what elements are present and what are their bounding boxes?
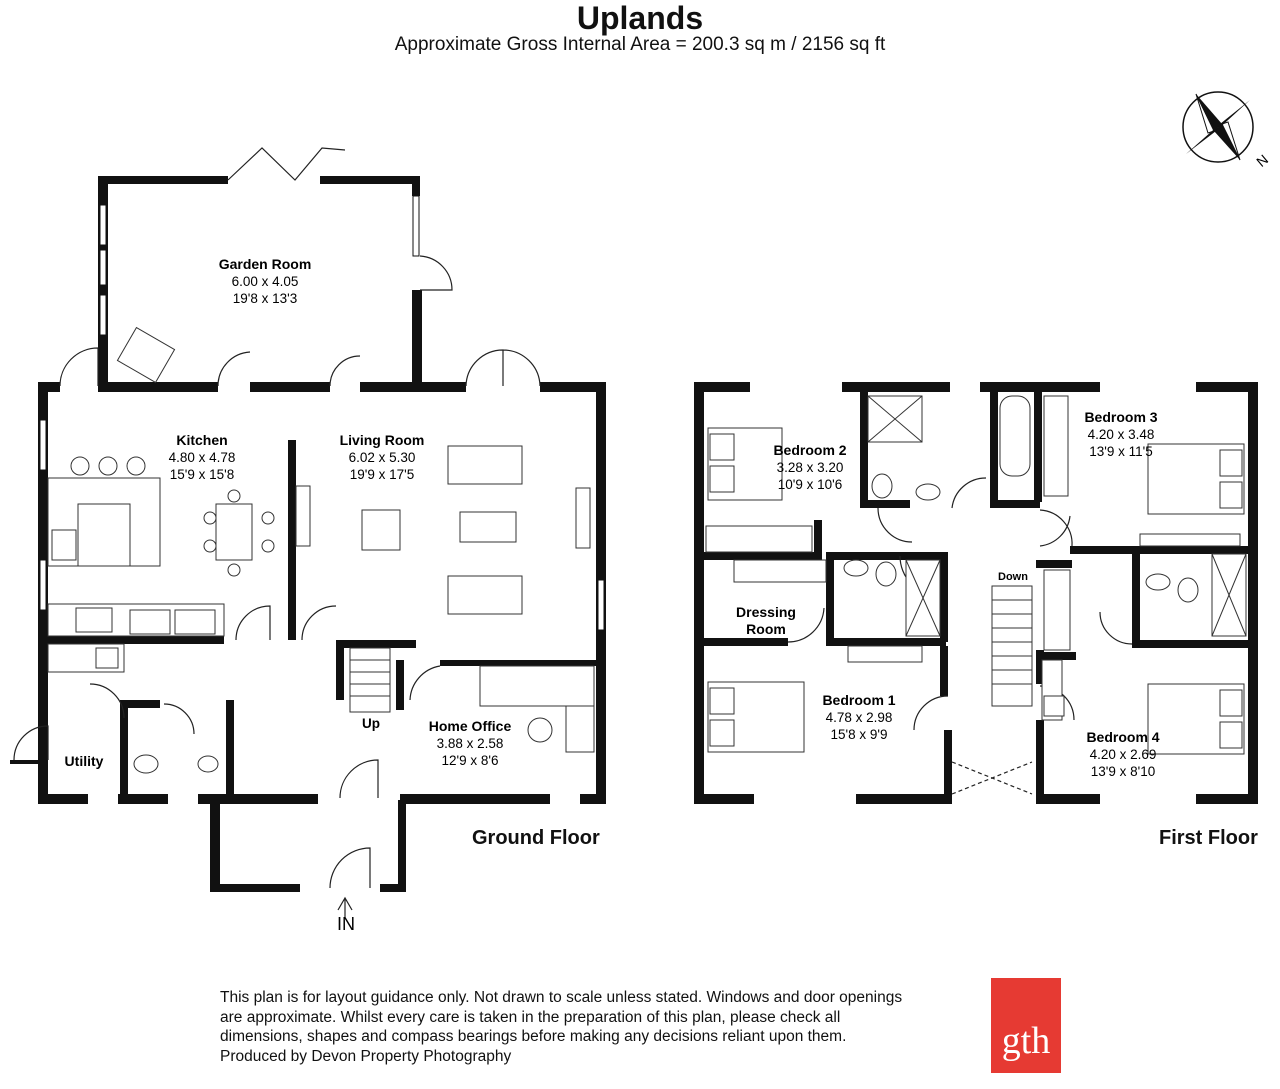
svg-text:Kitchen: Kitchen — [176, 432, 227, 448]
svg-text:10'9 x 10'6: 10'9 x 10'6 — [778, 477, 842, 492]
ground-floor-plan: Up — [10, 147, 606, 918]
living-room-label: Living Room 6.02 x 5.30 19'9 x 17'5 — [340, 432, 425, 482]
svg-text:12'9 x 8'6: 12'9 x 8'6 — [442, 753, 499, 768]
first-floor-label: First Floor — [1159, 827, 1258, 849]
garden-room-label: Garden Room 6.00 x 4.05 19'8 x 13'3 — [219, 256, 312, 306]
kitchen-label: Kitchen 4.80 x 4.78 15'9 x 15'8 — [169, 432, 236, 482]
svg-text:Room: Room — [746, 621, 786, 637]
svg-text:3.28 x 3.20: 3.28 x 3.20 — [777, 460, 844, 475]
first-stair-label: Down — [998, 571, 1028, 583]
svg-text:4.80 x 4.78: 4.80 x 4.78 — [169, 450, 236, 465]
bedroom-3-label: Bedroom 3 4.20 x 3.48 13'9 x 11'5 — [1084, 409, 1157, 459]
entrance-label: IN — [337, 914, 355, 934]
ground-stair-label: Up — [362, 716, 380, 731]
compass-icon: N — [1182, 91, 1271, 170]
svg-text:19'8 x 13'3: 19'8 x 13'3 — [233, 291, 297, 306]
svg-text:15'8 x 9'9: 15'8 x 9'9 — [831, 727, 888, 742]
svg-text:4.20 x 2.69: 4.20 x 2.69 — [1090, 747, 1157, 762]
disclaimer-line: This plan is for layout guidance only. N… — [220, 989, 903, 1006]
svg-text:Bedroom 3: Bedroom 3 — [1084, 409, 1157, 425]
svg-text:15'9 x 15'8: 15'9 x 15'8 — [170, 467, 234, 482]
bedroom-1-label: Bedroom 1 4.78 x 2.98 15'8 x 9'9 — [822, 692, 895, 742]
disclaimer-text: This plan is for layout guidance only. N… — [220, 988, 990, 1066]
svg-text:19'9 x 17'5: 19'9 x 17'5 — [350, 467, 414, 482]
ground-floor-label: Ground Floor — [472, 827, 600, 849]
disclaimer-line: are approximate. Whilst every care is ta… — [220, 1008, 841, 1026]
svg-text:Living Room: Living Room — [340, 432, 425, 448]
svg-text:Home Office: Home Office — [429, 718, 512, 734]
home-office-label: Home Office 3.88 x 2.58 12'9 x 8'6 — [429, 718, 512, 768]
svg-text:Bedroom 2: Bedroom 2 — [773, 442, 846, 458]
gth-logo: gth — [991, 978, 1061, 1073]
svg-text:Bedroom 4: Bedroom 4 — [1086, 729, 1159, 745]
page-title: Uplands — [576, 0, 704, 36]
svg-text:6.02 x 5.30: 6.02 x 5.30 — [349, 450, 416, 465]
svg-text:Bedroom 1: Bedroom 1 — [822, 692, 895, 708]
utility-label: Utility — [65, 753, 104, 769]
svg-text:6.00 x 4.05: 6.00 x 4.05 — [232, 274, 299, 289]
svg-text:4.78 x 2.98: 4.78 x 2.98 — [826, 710, 893, 725]
bedroom-2-label: Bedroom 2 3.28 x 3.20 10'9 x 10'6 — [773, 442, 846, 492]
disclaimer-line: Produced by Devon Property Photography — [220, 1047, 512, 1065]
svg-text:13'9 x 11'5: 13'9 x 11'5 — [1089, 444, 1152, 459]
bedroom-4-label: Bedroom 4 4.20 x 2.69 13'9 x 8'10 — [1086, 729, 1159, 779]
svg-text:13'9 x 8'10: 13'9 x 8'10 — [1091, 764, 1155, 779]
page-subtitle: Approximate Gross Internal Area = 200.3 … — [394, 34, 886, 55]
compass-north-label: N — [1253, 151, 1271, 170]
disclaimer-line: dimensions, shapes and compass bearings … — [220, 1028, 847, 1045]
first-floor-plan: Down — [694, 382, 1258, 804]
svg-text:4.20 x 3.48: 4.20 x 3.48 — [1088, 427, 1155, 442]
svg-text:Garden Room: Garden Room — [219, 256, 312, 272]
svg-text:Dressing: Dressing — [736, 604, 796, 620]
dressing-room-label: Dressing Room — [736, 604, 796, 637]
svg-text:3.88 x 2.58: 3.88 x 2.58 — [437, 736, 504, 751]
